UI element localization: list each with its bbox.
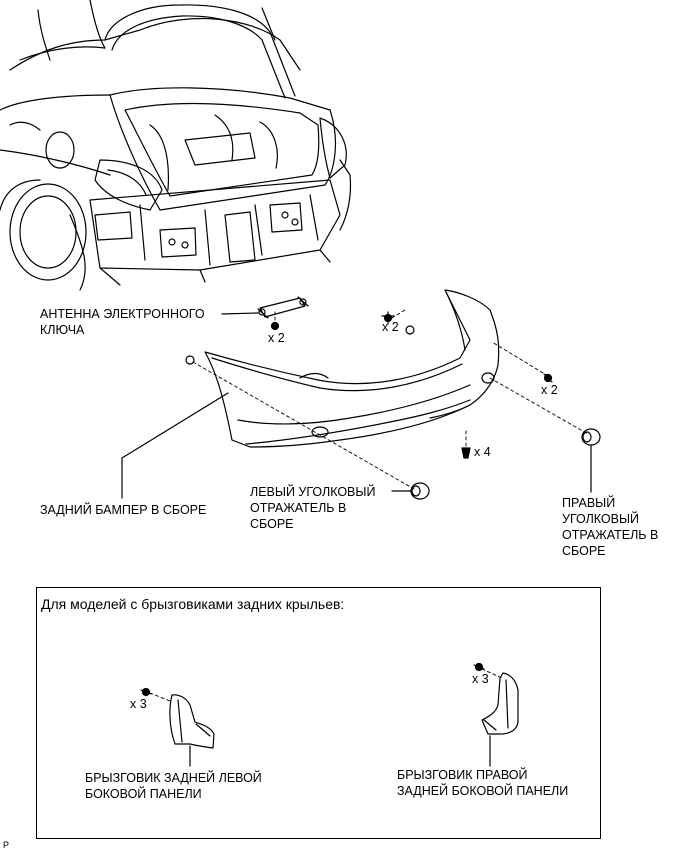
left-corner-reflector xyxy=(410,482,430,500)
right-reflector-label: ПРАВЫЙ УГОЛКОВЫЙ ОТРАЖАТЕЛЬ В СБОРЕ xyxy=(562,496,659,558)
rear-bumper-label: ЗАДНИЙ БАМПЕР В СБОРЕ xyxy=(40,503,207,517)
rear-bumper-assembly xyxy=(204,289,500,448)
top-left-screw xyxy=(381,311,395,325)
bumper-clip-left xyxy=(185,355,195,365)
bottom-clip xyxy=(461,447,471,459)
left-reflector-label: ЛЕВЫЙ УГОЛКОВЫЙ ОТРАЖАТЕЛЬ В СБОРЕ xyxy=(250,485,376,531)
right-mudguard-label: БРЫЗГОВИК ПРАВОЙ ЗАДНЕЙ БОКОВОЙ ПАНЕЛИ xyxy=(397,768,569,798)
left-mudguard-screw xyxy=(140,687,152,697)
bottom-clips-qty: x 4 xyxy=(474,445,491,459)
antenna-label: АНТЕННА ЭЛЕКТРОННОГО КЛЮЧА xyxy=(40,307,205,337)
corner-code: P xyxy=(3,840,10,850)
left-mudguard-screws-qty: x 3 xyxy=(130,697,147,711)
bumper-clip-top xyxy=(405,325,415,335)
right-screw xyxy=(543,373,553,383)
rear-bumper-leader xyxy=(121,392,229,459)
mudguard-models-box xyxy=(36,587,601,839)
left-mudguard xyxy=(169,694,215,749)
antenna-nuts-qty: x 2 xyxy=(268,331,285,345)
right-mudguard-screws-qty: x 3 xyxy=(472,672,489,686)
right-corner-reflector xyxy=(581,428,601,446)
right-screws-qty: x 2 xyxy=(541,383,558,397)
electronic-key-antenna xyxy=(257,296,309,319)
right-mudguard xyxy=(481,672,519,735)
top-left-screws-qty: x 2 xyxy=(382,320,399,334)
mudguard-box-title: Для моделей с брызговиками задних крылье… xyxy=(41,596,345,612)
car-rear-illustration xyxy=(0,0,352,291)
right-mudguard-screw xyxy=(473,662,485,672)
antenna-leader xyxy=(221,312,259,315)
antenna-nut xyxy=(270,321,280,331)
left-mudguard-label: БРЫЗГОВИК ЗАДНЕЙ ЛЕВОЙ БОКОВОЙ ПАНЕЛИ xyxy=(85,771,262,801)
